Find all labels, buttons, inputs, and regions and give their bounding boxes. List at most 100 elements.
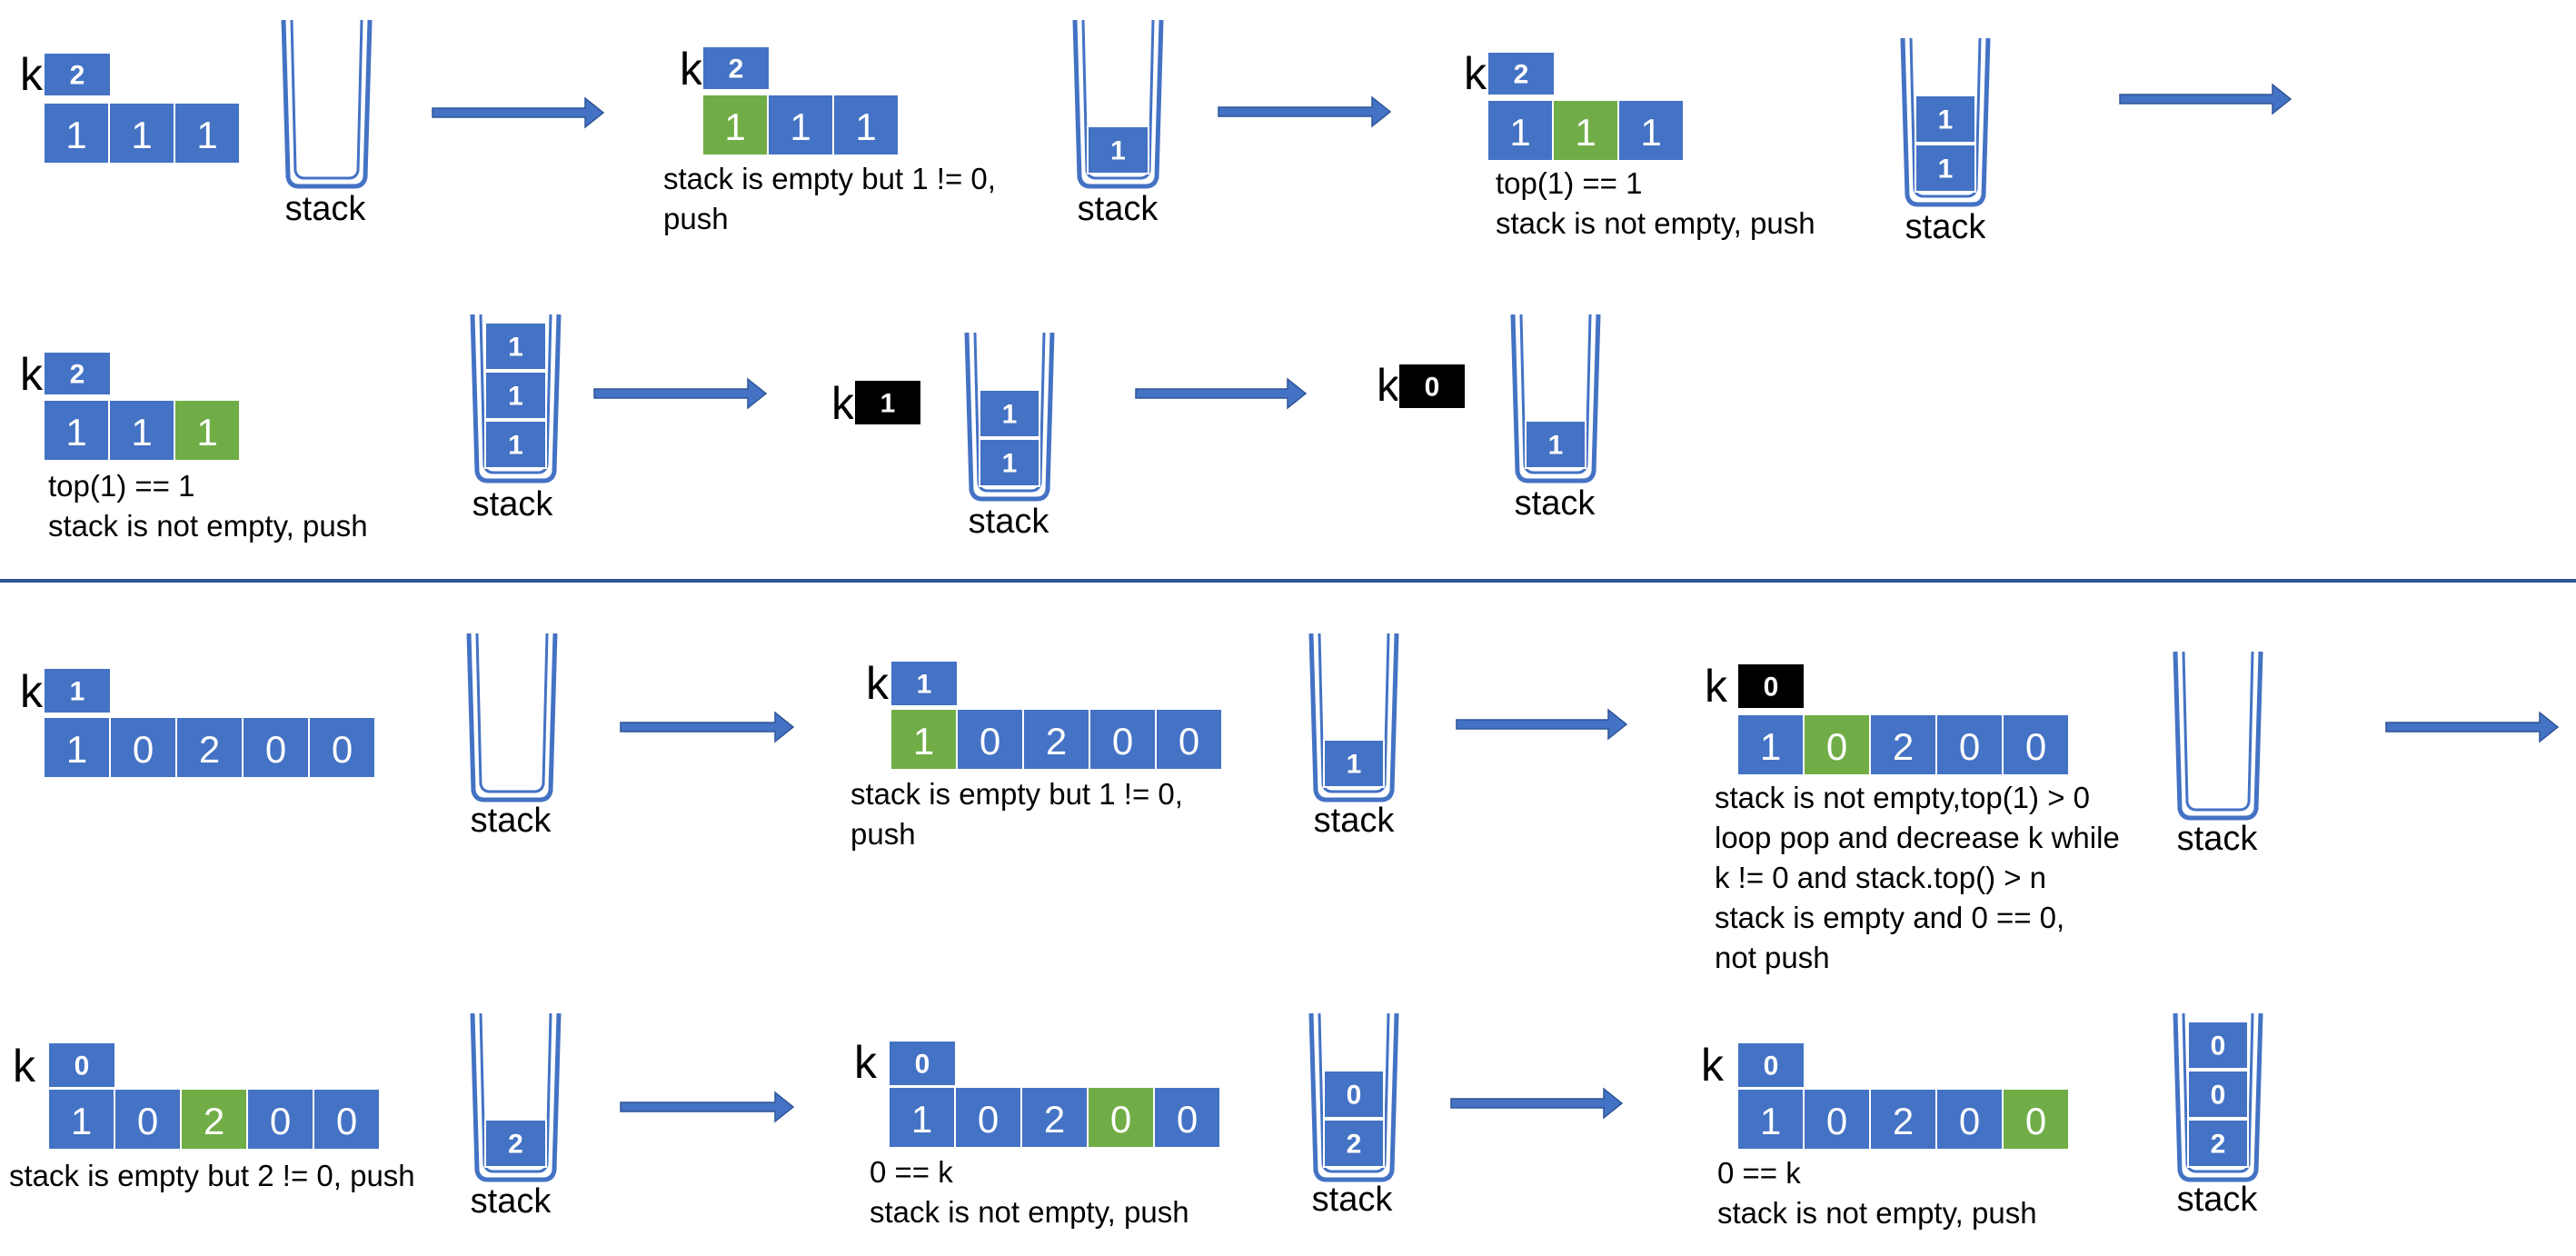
k-value: 1 (70, 677, 85, 707)
stack-item (979, 438, 1040, 487)
array-cell-value: 0 (332, 728, 353, 771)
k-label: k (680, 44, 703, 95)
array-cell-value: 1 (131, 114, 152, 156)
stack-item (1323, 739, 1385, 788)
k-value: 0 (75, 1052, 90, 1082)
array-cell (43, 716, 111, 779)
array-cell (1617, 99, 1685, 162)
array-cell (1089, 708, 1157, 771)
array-cell-value: 1 (855, 105, 876, 148)
array-cell (1935, 713, 2004, 776)
caption-line: push (663, 202, 729, 235)
array-cell (2002, 713, 2070, 776)
array-cell (1736, 713, 1805, 776)
caption-line: stack is not empty, push (1717, 1196, 2037, 1230)
array-cell-value: 2 (204, 1100, 224, 1142)
stack-item-value: 1 (508, 382, 523, 412)
stack-label: stack (1314, 802, 1396, 840)
caption-line: stack is empty but 2 != 0, push (9, 1159, 415, 1192)
array-cell-current (174, 399, 241, 462)
k-box (853, 379, 922, 426)
array-cell-value: 2 (1044, 1098, 1065, 1141)
array-cell-value: 0 (2025, 725, 2046, 768)
array-cell-value: 2 (1893, 725, 1914, 768)
array-cell-value: 0 (1959, 725, 1980, 768)
array-cell (313, 1088, 381, 1151)
stack-item-value: 0 (2211, 1032, 2226, 1062)
array-cell-value: 1 (724, 105, 745, 148)
array-cell-value: 1 (196, 411, 217, 454)
caption-line: stack is empty and 0 == 0, (1715, 901, 2064, 934)
array-cell (43, 102, 110, 164)
stack-container (1510, 314, 1601, 483)
array-cell-value: 1 (66, 728, 87, 771)
stack-item (484, 420, 547, 469)
k-box (43, 351, 112, 396)
caption-line: 0 == k (870, 1155, 953, 1189)
stack-item-value: 1 (508, 333, 523, 363)
stack-item (1323, 1119, 1385, 1168)
array-cell-value: 0 (1826, 725, 1847, 768)
k-box (1736, 663, 1805, 710)
array-cell (767, 94, 834, 156)
array-cell-value: 0 (1179, 720, 1199, 763)
k-box (43, 667, 112, 714)
array-cell-value: 2 (199, 728, 220, 771)
k-value: 0 (1764, 1052, 1779, 1082)
array-cell (246, 1088, 314, 1151)
stack-item-value: 1 (1002, 449, 1018, 479)
flow-arrow-icon (1135, 377, 1308, 410)
k-label: k (1377, 360, 1400, 411)
array-cell-value: 0 (978, 1098, 999, 1141)
array-cell-value: 0 (1826, 1100, 1847, 1142)
array-cell-value: 1 (1575, 111, 1596, 154)
caption-line: top(1) == 1 (1496, 166, 1642, 200)
flow-arrow-icon (1456, 708, 1628, 741)
array-cell-value: 0 (265, 728, 286, 771)
k-box (890, 660, 959, 707)
stack-item (2187, 1070, 2249, 1119)
k-label: k (1701, 1040, 1725, 1091)
stack-item-value: 1 (1110, 136, 1126, 166)
k-value: 1 (917, 670, 932, 700)
array-cell (1487, 99, 1554, 162)
stack-label: stack (2177, 1181, 2259, 1219)
array-cell-current (1087, 1086, 1155, 1149)
caption-line: k != 0 and stack.top() > n (1715, 861, 2046, 894)
array-cell (1869, 713, 1937, 776)
stack-item-value: 0 (1347, 1081, 1362, 1111)
stack-container (2173, 1012, 2263, 1182)
stack-item-value: 0 (2211, 1081, 2226, 1111)
array-cell (174, 102, 241, 164)
k-label: k (20, 49, 44, 100)
caption-line: push (850, 817, 916, 851)
stack-item-value: 2 (2211, 1130, 2226, 1160)
stack-label: stack (471, 1182, 552, 1221)
stack-item (484, 371, 547, 420)
array-cell-value: 0 (133, 728, 154, 771)
stack-item (1915, 95, 1976, 144)
array-cell-value: 0 (1959, 1100, 1980, 1142)
k-label: k (20, 666, 44, 717)
stack-label: stack (1078, 190, 1159, 228)
caption-line: stack is empty but 1 != 0, (663, 162, 996, 195)
k-box (701, 45, 771, 91)
stack-label: stack (472, 485, 554, 523)
array-cell-value: 1 (790, 105, 811, 148)
caption-line: stack is not empty, push (1496, 206, 1815, 240)
array-cell-value: 0 (980, 720, 1000, 763)
array-cell-value: 2 (1893, 1100, 1914, 1142)
k-value: 1 (880, 389, 896, 419)
array-cell-value: 1 (65, 114, 86, 156)
flow-arrow-icon (2119, 83, 2293, 115)
array-cell (1155, 708, 1223, 771)
stack-label: stack (1515, 484, 1596, 523)
